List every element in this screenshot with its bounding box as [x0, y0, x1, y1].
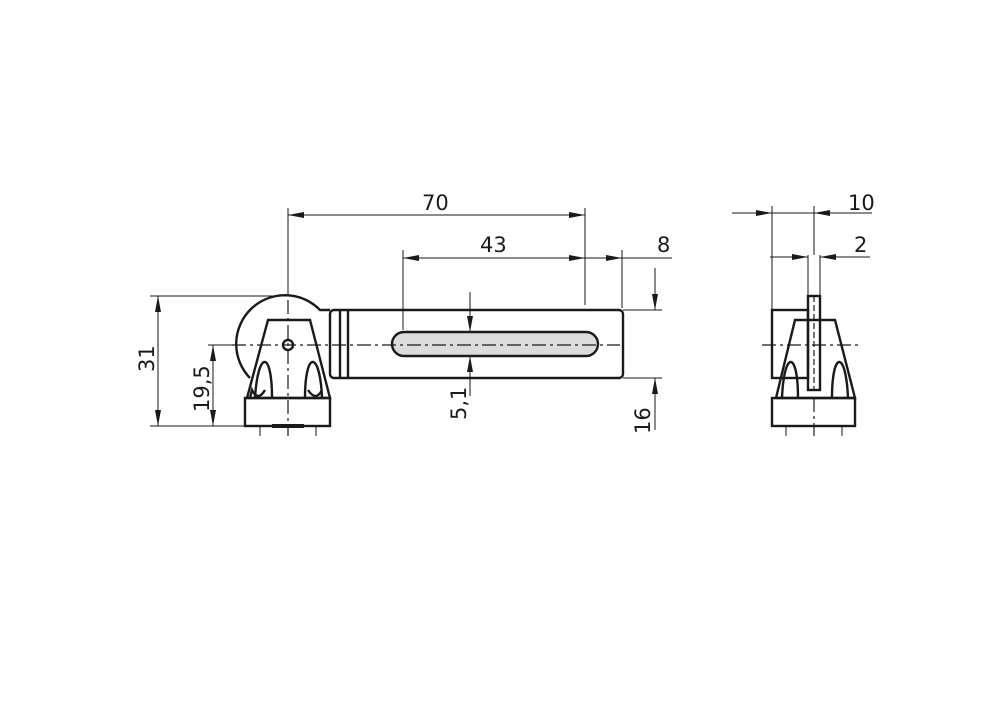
dim-43: 43 — [480, 233, 507, 257]
arm-body — [328, 308, 625, 380]
dim-10: 10 — [848, 191, 875, 215]
dim-8: 8 — [657, 233, 670, 257]
slot — [390, 330, 600, 358]
dimension-lines — [150, 206, 872, 430]
dim-5-1: 5,1 — [447, 387, 471, 420]
front-view — [232, 294, 625, 436]
dim-31: 31 — [135, 345, 159, 372]
dim-19-5: 19,5 — [190, 365, 214, 412]
dimension-labels: 70 43 8 31 19,5 5,1 16 10 2 — [135, 191, 875, 434]
side-clamp-body — [774, 318, 857, 400]
pivot-boss-outline — [235, 294, 330, 379]
dim-2: 2 — [854, 233, 867, 257]
dim-70: 70 — [422, 191, 449, 215]
dim-16: 16 — [631, 407, 655, 434]
side-clamp-jaws — [780, 361, 850, 399]
side-view — [762, 255, 860, 436]
clamp-feet — [248, 386, 324, 399]
clamp-jaws — [253, 361, 324, 399]
